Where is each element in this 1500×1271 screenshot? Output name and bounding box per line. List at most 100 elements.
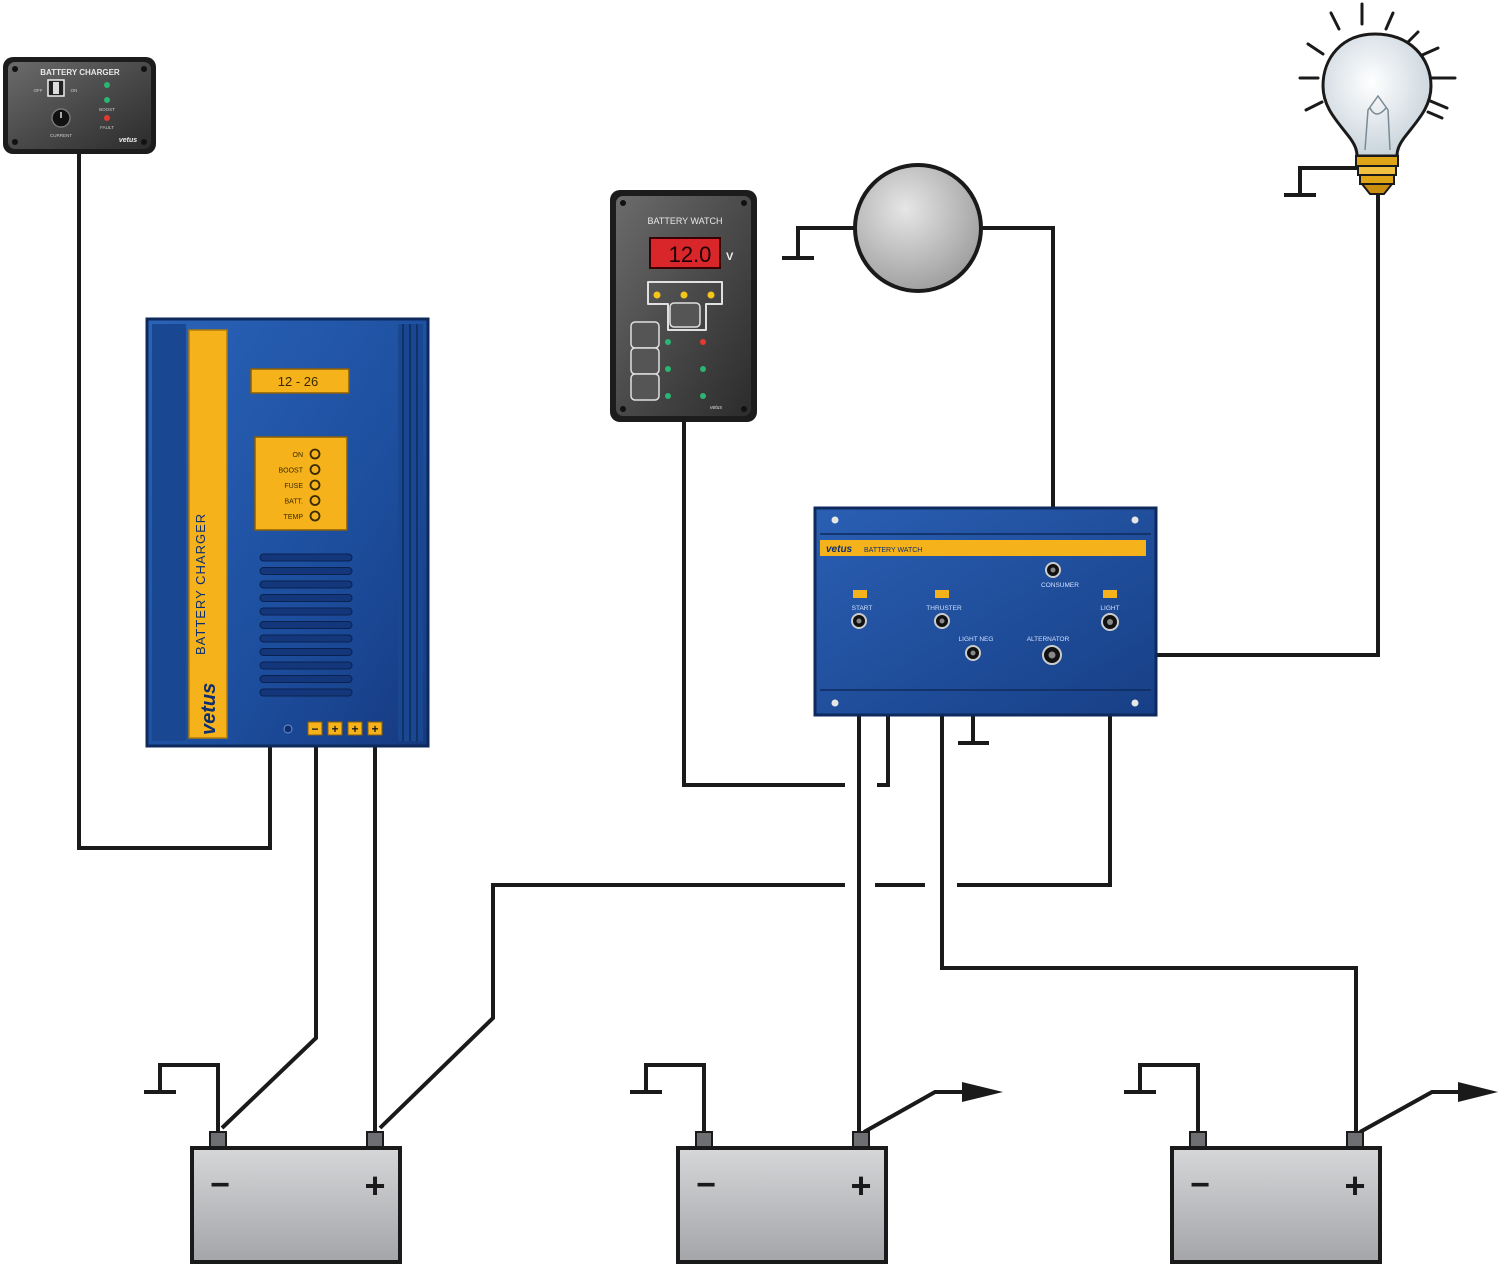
charger-vertical-label: BATTERY CHARGER bbox=[193, 513, 208, 655]
watch-button-1[interactable] bbox=[630, 321, 660, 349]
wire-bat3-ground bbox=[1138, 1063, 1200, 1132]
charger-terminal[interactable] bbox=[367, 721, 383, 736]
led-boost-label: BOOST bbox=[99, 107, 115, 112]
charger-indicator-led bbox=[309, 464, 321, 475]
box-brand: vetus bbox=[826, 544, 853, 555]
charger-indicator-label: BATT. bbox=[284, 499, 303, 506]
vent-slot bbox=[259, 594, 353, 602]
arrow-icon bbox=[1458, 1082, 1498, 1102]
wire-watch-panel-2 bbox=[877, 715, 890, 787]
watch-button-3[interactable] bbox=[630, 373, 660, 401]
terminal-alternator-label: ALTERNATOR bbox=[1027, 636, 1070, 643]
wire-remote-to-charger bbox=[77, 150, 272, 850]
watch-led bbox=[680, 291, 688, 299]
box-yellow-band bbox=[820, 540, 1146, 556]
terminal-consumer-label: CONSUMER bbox=[1041, 582, 1079, 589]
watch-brand: vetus bbox=[710, 405, 722, 411]
battery-minus-symbol: − bbox=[1190, 1166, 1210, 1204]
vent-slot bbox=[259, 634, 353, 643]
charger-display-text: 12 - 26 bbox=[278, 374, 318, 389]
battery-plus-symbol: + bbox=[850, 1165, 871, 1206]
box-title: BATTERY WATCH bbox=[864, 547, 922, 554]
vent-slot bbox=[259, 607, 353, 616]
terminal-neg-label: LIGHT NEG bbox=[959, 636, 994, 643]
consumer-motor bbox=[853, 163, 983, 293]
charger-indicator-led bbox=[309, 448, 321, 460]
wire-bat1-ground bbox=[158, 1063, 220, 1132]
charger-indicator-label: ON bbox=[293, 452, 304, 459]
led-on bbox=[104, 82, 110, 88]
charger-terminal-symbol: − bbox=[311, 722, 318, 736]
vent-slot bbox=[259, 621, 353, 629]
battery-plus-symbol: + bbox=[1344, 1165, 1365, 1206]
wire-house-to-light bbox=[378, 883, 845, 1130]
charger-display bbox=[250, 368, 350, 394]
battery-body bbox=[676, 1146, 888, 1264]
watch-led bbox=[707, 291, 715, 299]
arrow-icon bbox=[962, 1082, 1003, 1102]
vent-slot bbox=[259, 661, 353, 670]
terminal-thruster-label: THRUSTER bbox=[926, 605, 962, 612]
charger-indicator-label: TEMP bbox=[284, 514, 304, 521]
watch-select-button[interactable] bbox=[669, 302, 701, 328]
light-bulb-icon bbox=[1298, 2, 1457, 195]
wire-motor bbox=[982, 226, 1055, 570]
watch-button-2[interactable] bbox=[630, 347, 660, 375]
charger-terminal-symbol: + bbox=[371, 722, 378, 736]
charger-indicator-led bbox=[309, 510, 321, 522]
charger-indicator-label: FUSE bbox=[284, 483, 303, 490]
light-fuse-indicator bbox=[1103, 590, 1117, 598]
wire-motor-ground bbox=[796, 226, 856, 258]
charger-indicator-label: BOOST bbox=[278, 468, 303, 475]
battery-watch-panel: BATTERY WATCH 12.0 V vetus bbox=[610, 190, 757, 422]
remote-brand: vetus bbox=[119, 137, 137, 144]
charger-terminal[interactable] bbox=[307, 721, 323, 736]
remote-title: BATTERY CHARGER bbox=[40, 68, 120, 77]
vent-slot bbox=[259, 675, 353, 683]
wire-bat2-output bbox=[863, 1090, 965, 1134]
battery-watch-monitor-box: vetus BATTERY WATCH CONSUMER START THRUS… bbox=[813, 506, 1158, 717]
thruster-fuse-indicator bbox=[935, 590, 949, 598]
battery-1: −+ bbox=[190, 1131, 402, 1264]
switch-off-label: OFF bbox=[34, 88, 43, 93]
charger-indicator-led bbox=[309, 495, 321, 506]
battery-3: −+ bbox=[1170, 1131, 1382, 1264]
battery-plus-symbol: + bbox=[364, 1165, 385, 1206]
charger-terminal[interactable] bbox=[327, 721, 343, 736]
charger-indicator-led bbox=[309, 479, 321, 491]
battery-2: −+ bbox=[676, 1131, 888, 1264]
charger-remote-port[interactable] bbox=[283, 724, 293, 734]
watch-led bbox=[665, 339, 671, 345]
battery-charger: vetus BATTERY CHARGER 12 - 26 ON BOOST FUS… bbox=[145, 317, 430, 748]
voltage-reading: 12.0 bbox=[669, 242, 712, 267]
led-boost bbox=[104, 97, 110, 103]
charger-terminal[interactable] bbox=[347, 721, 363, 736]
terminal-light-label: LIGHT bbox=[1100, 605, 1119, 612]
watch-led bbox=[665, 366, 671, 372]
terminal-start-label: START bbox=[852, 605, 873, 612]
vent-slot bbox=[259, 553, 353, 562]
charger-brand: vetus bbox=[198, 683, 220, 735]
wire-watch-panel bbox=[682, 420, 845, 787]
voltage-unit: V bbox=[726, 251, 734, 263]
watch-led bbox=[700, 393, 706, 399]
wire-bulb-ground bbox=[1298, 166, 1358, 195]
watch-led bbox=[665, 393, 671, 399]
vent-slot bbox=[259, 688, 353, 697]
charger-vent bbox=[259, 553, 353, 697]
battery-minus-symbol: − bbox=[696, 1166, 716, 1204]
vent-slot bbox=[259, 648, 353, 656]
vent-slot bbox=[259, 580, 353, 589]
battery-minus-symbol: − bbox=[210, 1166, 230, 1204]
watch-led bbox=[700, 366, 706, 372]
wire-bat2-ground bbox=[644, 1063, 706, 1132]
voltage-display bbox=[649, 237, 721, 269]
watch-led bbox=[700, 339, 706, 345]
vent-slot bbox=[259, 567, 353, 575]
wires bbox=[77, 150, 1498, 1134]
remote-charger-panel: BATTERY CHARGER OFF ON CURRENT BOOST FAU… bbox=[3, 57, 156, 154]
charger-indicator-panel bbox=[254, 436, 348, 531]
led-fault-label: FAULT bbox=[100, 125, 114, 130]
led-fault bbox=[104, 115, 110, 121]
wire-bat3-output bbox=[1359, 1090, 1462, 1134]
